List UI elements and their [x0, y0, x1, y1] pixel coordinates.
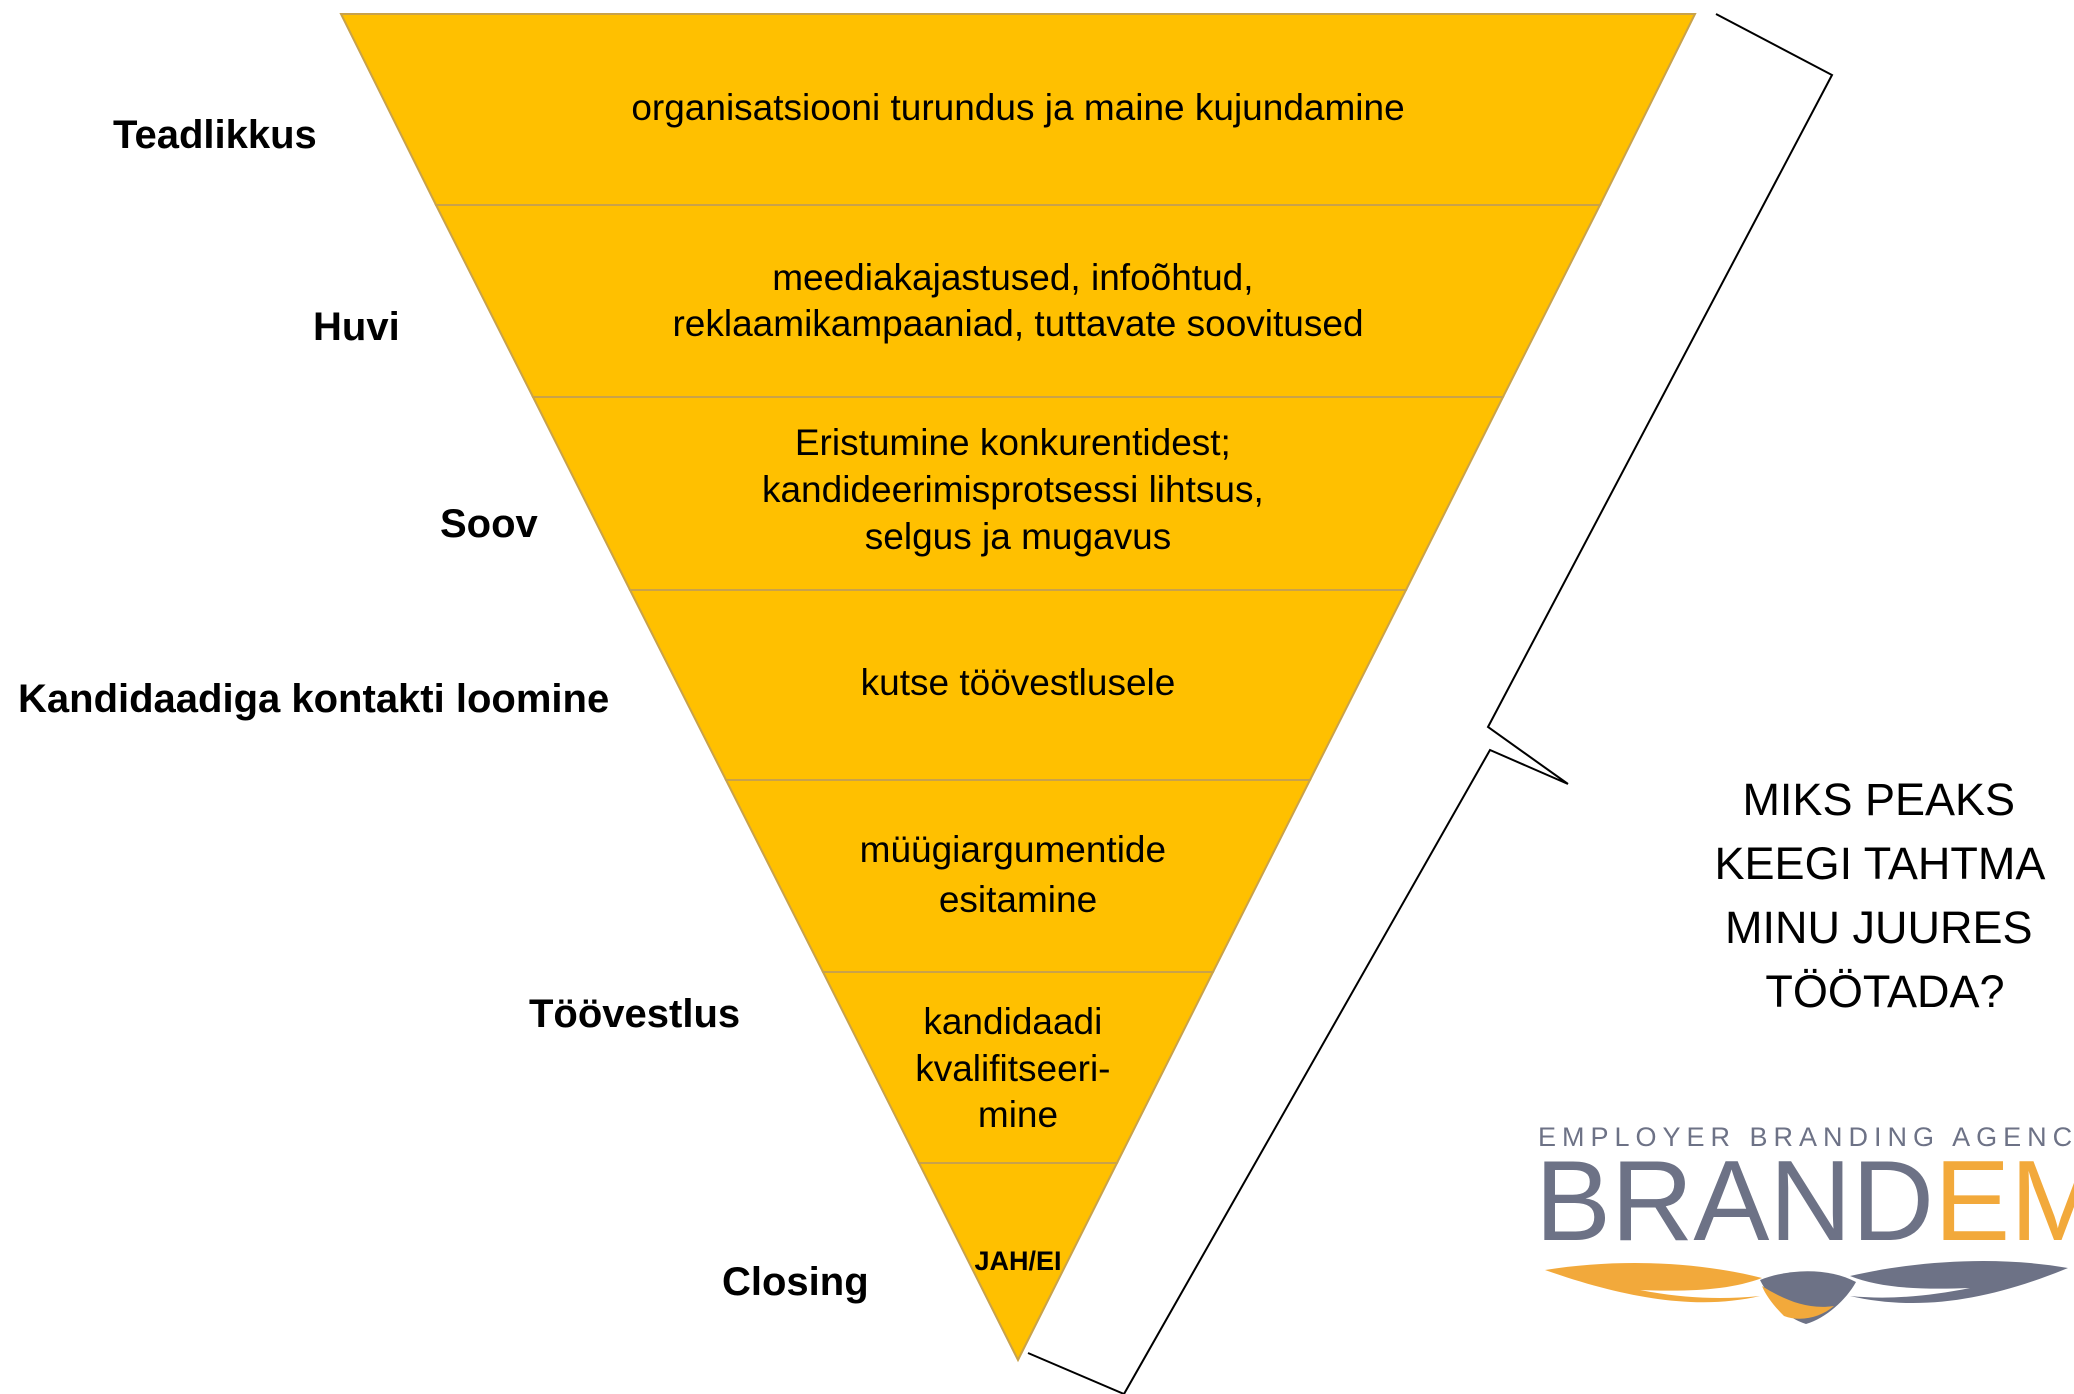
question-line-2: KEEGI TAHTMA — [1715, 838, 2046, 889]
band-6-line-2: kvalifitseeri- — [915, 1048, 1110, 1089]
band-3-text: Eristumine konkurentidest; kandideerimis… — [762, 422, 1274, 557]
logo-word-part-2: EM — [1934, 1138, 2074, 1265]
brandem-logo: EMPLOYER BRANDING AGENCY BRANDEM — [1535, 1122, 2074, 1324]
band-4-text: kutse töövestlusele — [861, 662, 1176, 703]
band-6-text: kandidaadi kvalifitseeri- mine — [915, 1001, 1121, 1135]
band-1-text: organisatsiooni turundus ja maine kujund… — [631, 87, 1404, 128]
question-text: MIKS PEAKS KEEGI TAHTMA MINU JUURES TÖÖT… — [1715, 774, 2056, 1017]
band-3-line-2: kandideerimisprotsessi lihtsus, — [762, 469, 1264, 510]
handshake-icon — [1545, 1261, 2068, 1324]
handshake-wing-right — [1850, 1261, 2068, 1304]
band-2-line-2: reklaamikampaaniad, tuttavate soovitused — [672, 303, 1363, 344]
question-line-4: TÖÖTADA? — [1765, 966, 2004, 1017]
funnel-band-7 — [917, 1162, 1119, 1363]
stage-label-soov: Soov — [440, 502, 539, 546]
band-5-text: müügiargumentide esitamine — [860, 829, 1177, 920]
band-7-line-1: JAH/EI — [974, 1246, 1061, 1276]
handshake-wing-left — [1545, 1263, 1762, 1303]
band-3-line-3: selgus ja mugavus — [865, 516, 1171, 557]
logo-word-part-1: BRAND — [1535, 1138, 1934, 1265]
band-3-line-1: Eristumine konkurentidest; — [795, 422, 1231, 463]
funnel-band-texts: organisatsiooni turundus ja maine kujund… — [631, 87, 1404, 1276]
stage-label-huvi: Huvi — [313, 305, 400, 349]
funnel — [339, 13, 1697, 1363]
curly-brace — [1027, 13, 1834, 1394]
stage-label-kontakt: Kandidaadiga kontakti loomine — [18, 677, 609, 721]
stage-label-teadlikkus: Teadlikkus — [113, 113, 317, 157]
band-2-text: meediakajastused, infoõhtud, reklaamikam… — [672, 257, 1363, 344]
question-line-1: MIKS PEAKS — [1742, 774, 2015, 825]
handshake-hand-orange — [1762, 1286, 1834, 1319]
band-6-line-1: kandidaadi — [923, 1001, 1102, 1042]
question-line-3: MINU JUURES — [1725, 902, 2033, 953]
logo-tagline: EMPLOYER BRANDING AGENCY — [1538, 1122, 2074, 1152]
band-1-line-1: organisatsiooni turundus ja maine kujund… — [631, 87, 1404, 128]
band-2-line-1: meediakajastused, infoõhtud, — [772, 257, 1253, 298]
band-6-line-3: mine — [978, 1094, 1058, 1135]
stage-labels: Teadlikkus Huvi Soov Kandidaadiga kontak… — [18, 113, 869, 1304]
stage-label-toovestlus: Töövestlus — [529, 992, 740, 1036]
logo-wordmark: BRANDEM — [1535, 1138, 2074, 1265]
stage-label-closing: Closing — [722, 1260, 869, 1304]
band-7-text: JAH/EI — [974, 1246, 1061, 1276]
funnel-band-5 — [724, 779, 1312, 973]
funnel-band-2 — [434, 204, 1602, 398]
band-4-line-1: kutse töövestlusele — [861, 662, 1176, 703]
band-5-line-2: esitamine — [939, 879, 1097, 920]
band-5-line-1: müügiargumentide — [860, 829, 1166, 870]
